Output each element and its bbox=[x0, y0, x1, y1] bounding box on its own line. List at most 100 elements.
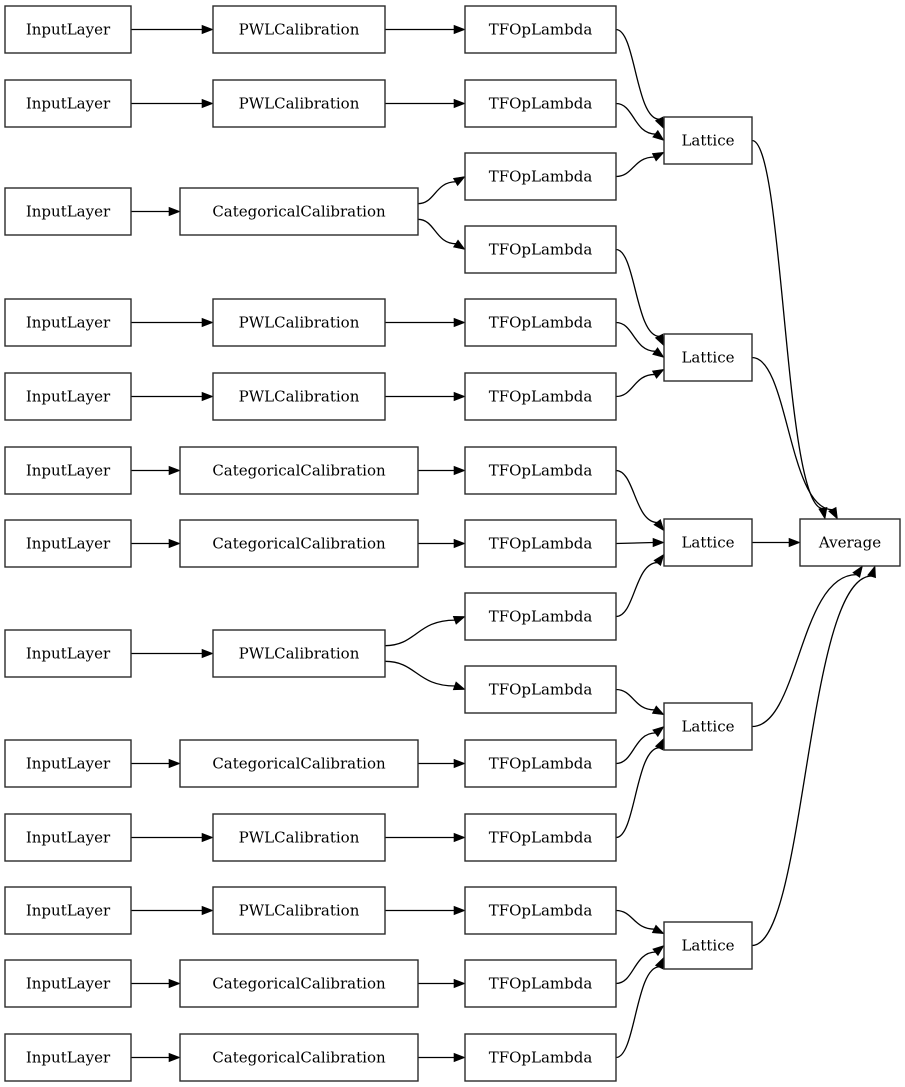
node-tfop-lambda-tf2[interactable]: TFOpLambda bbox=[464, 79, 617, 128]
node-categorical-calibration-cal7[interactable]: CategoricalCalibration bbox=[179, 519, 419, 568]
node-box bbox=[4, 813, 132, 862]
node-tfop-lambda-tf3[interactable]: TFOpLambda bbox=[464, 152, 617, 201]
node-lattice-lat5[interactable]: Lattice bbox=[663, 921, 753, 970]
node-lattice-lat1[interactable]: Lattice bbox=[663, 116, 753, 165]
edge-lat4-to-avg bbox=[751, 573, 857, 728]
node-label: PWLCalibration bbox=[239, 21, 360, 39]
node-tfop-lambda-tf7[interactable]: TFOpLambda bbox=[464, 446, 617, 495]
node-label: TFOpLambda bbox=[489, 608, 593, 626]
node-tfop-lambda-tf13[interactable]: TFOpLambda bbox=[464, 886, 617, 935]
edge-tf6-to-lat2 bbox=[615, 373, 655, 398]
node-input-layer-in7[interactable]: InputLayer bbox=[4, 519, 132, 568]
node-pwlcalibration-cal2[interactable]: PWLCalibration bbox=[212, 79, 386, 128]
node-box bbox=[212, 629, 386, 678]
node-label: InputLayer bbox=[26, 975, 111, 993]
node-label: TFOpLambda bbox=[489, 388, 593, 406]
edge-arrowhead bbox=[652, 944, 665, 957]
edge-arrowhead bbox=[453, 1052, 466, 1063]
node-input-layer-in13[interactable]: InputLayer bbox=[4, 1033, 132, 1082]
node-lattice-lat2[interactable]: Lattice bbox=[663, 333, 753, 382]
node-tfop-lambda-tf15[interactable]: TFOpLambda bbox=[464, 1033, 617, 1082]
edge-arrowhead bbox=[201, 98, 214, 109]
node-label: TFOpLambda bbox=[489, 21, 593, 39]
edge-arrowhead bbox=[452, 616, 466, 625]
node-pwlcalibration-cal1[interactable]: PWLCalibration bbox=[212, 5, 386, 54]
node-categorical-calibration-cal9[interactable]: CategoricalCalibration bbox=[179, 739, 419, 788]
node-box bbox=[212, 886, 386, 935]
edge-arrowhead bbox=[201, 832, 214, 843]
node-label: CategoricalCalibration bbox=[212, 755, 386, 773]
node-tfop-lambda-tf14[interactable]: TFOpLambda bbox=[464, 959, 617, 1008]
node-lattice-lat3[interactable]: Lattice bbox=[663, 518, 753, 567]
edge-arrowhead bbox=[201, 24, 214, 35]
node-tfop-lambda-tf8[interactable]: TFOpLambda bbox=[464, 519, 617, 568]
node-tfop-lambda-tf10[interactable]: TFOpLambda bbox=[464, 665, 617, 714]
edge-arrowhead bbox=[168, 978, 181, 989]
node-box bbox=[663, 921, 753, 970]
node-categorical-calibration-cal6[interactable]: CategoricalCalibration bbox=[179, 446, 419, 495]
edge-cal8-to-tf10 bbox=[384, 660, 456, 687]
edge-arrowhead bbox=[452, 681, 466, 691]
node-label: InputLayer bbox=[26, 755, 111, 773]
edge-tf4-to-lat2 bbox=[615, 248, 660, 338]
node-pwlcalibration-cal8[interactable]: PWLCalibration bbox=[212, 629, 386, 678]
node-label: InputLayer bbox=[26, 829, 111, 847]
node-input-layer-in8[interactable]: InputLayer bbox=[4, 629, 132, 678]
node-box bbox=[4, 298, 132, 347]
node-tfop-lambda-tf9[interactable]: TFOpLambda bbox=[464, 592, 617, 641]
edge-arrowhead bbox=[453, 98, 466, 109]
node-categorical-calibration-cal3[interactable]: CategoricalCalibration bbox=[179, 187, 419, 236]
node-label: PWLCalibration bbox=[239, 388, 360, 406]
node-label: PWLCalibration bbox=[239, 95, 360, 113]
edge-tf5-to-lat2 bbox=[615, 321, 656, 352]
edge-arrowhead bbox=[653, 553, 665, 567]
node-input-layer-in10[interactable]: InputLayer bbox=[4, 813, 132, 862]
node-label: Average bbox=[818, 534, 881, 552]
edge-layer bbox=[131, 24, 876, 1063]
node-tfop-lambda-tf11[interactable]: TFOpLambda bbox=[464, 739, 617, 788]
node-input-layer-in3[interactable]: InputLayer bbox=[4, 187, 132, 236]
edge-arrowhead bbox=[453, 905, 466, 916]
node-box bbox=[663, 116, 753, 165]
node-input-layer-in2[interactable]: InputLayer bbox=[4, 79, 132, 128]
node-box bbox=[464, 372, 617, 421]
edge-tf11-to-lat4 bbox=[615, 732, 656, 765]
edge-tf9-to-lat3 bbox=[615, 561, 658, 618]
node-label: InputLayer bbox=[26, 535, 111, 553]
edge-cal8-to-tf9 bbox=[384, 619, 456, 647]
node-pwlcalibration-cal4[interactable]: PWLCalibration bbox=[212, 298, 386, 347]
edge-arrowhead bbox=[168, 538, 181, 549]
node-box bbox=[179, 959, 419, 1008]
node-categorical-calibration-cal13[interactable]: CategoricalCalibration bbox=[179, 1033, 419, 1082]
node-input-layer-in5[interactable]: InputLayer bbox=[4, 372, 132, 421]
node-input-layer-in9[interactable]: InputLayer bbox=[4, 739, 132, 788]
edge-arrowhead bbox=[828, 506, 838, 520]
node-tfop-lambda-tf6[interactable]: TFOpLambda bbox=[464, 372, 617, 421]
node-label: TFOpLambda bbox=[489, 462, 593, 480]
node-label: InputLayer bbox=[26, 95, 111, 113]
node-pwlcalibration-cal11[interactable]: PWLCalibration bbox=[212, 886, 386, 935]
edge-tf10-to-lat4 bbox=[615, 688, 655, 711]
node-input-layer-in4[interactable]: InputLayer bbox=[4, 298, 132, 347]
edge-arrowhead bbox=[453, 317, 466, 328]
edge-arrowhead bbox=[651, 368, 665, 379]
node-tfop-lambda-tf12[interactable]: TFOpLambda bbox=[464, 813, 617, 862]
node-input-layer-in12[interactable]: InputLayer bbox=[4, 959, 132, 1008]
edge-tf12-to-lat4 bbox=[615, 747, 660, 839]
node-tfop-lambda-tf5[interactable]: TFOpLambda bbox=[464, 298, 617, 347]
edge-arrowhead bbox=[818, 507, 828, 520]
node-input-layer-in1[interactable]: InputLayer bbox=[4, 5, 132, 54]
node-input-layer-in6[interactable]: InputLayer bbox=[4, 446, 132, 495]
node-pwlcalibration-cal5[interactable]: PWLCalibration bbox=[212, 372, 386, 421]
node-tfop-lambda-tf4[interactable]: TFOpLambda bbox=[464, 225, 617, 274]
node-tfop-lambda-tf1[interactable]: TFOpLambda bbox=[464, 5, 617, 54]
node-pwlcalibration-cal10[interactable]: PWLCalibration bbox=[212, 813, 386, 862]
edge-arrowhead bbox=[453, 24, 466, 35]
node-input-layer-in11[interactable]: InputLayer bbox=[4, 886, 132, 935]
edge-tf15-to-lat5 bbox=[615, 966, 660, 1059]
edge-cal3-to-tf4 bbox=[417, 218, 457, 245]
node-average-avg[interactable]: Average bbox=[799, 518, 901, 567]
node-categorical-calibration-cal12[interactable]: CategoricalCalibration bbox=[179, 959, 419, 1008]
node-lattice-lat4[interactable]: Lattice bbox=[663, 702, 753, 751]
